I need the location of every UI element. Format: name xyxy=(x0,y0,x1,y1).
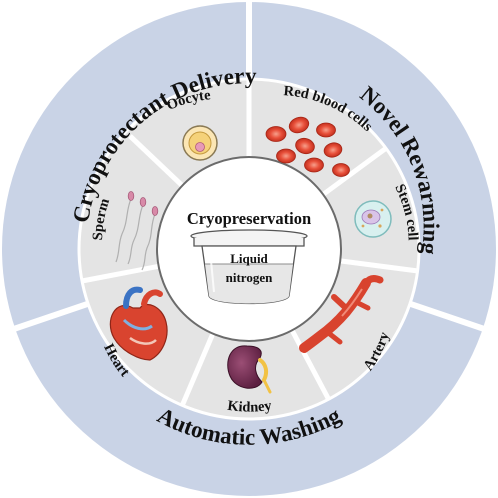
center-title: Cryopreservation xyxy=(187,209,311,228)
artery-icon xyxy=(299,275,384,353)
oocyte-icon xyxy=(182,125,218,161)
kidney-icon xyxy=(227,345,272,394)
container-label-line2: nitrogen xyxy=(226,270,273,285)
liquid-nitrogen-container-icon xyxy=(190,229,308,305)
heart-icon xyxy=(109,286,168,361)
sperm-icon xyxy=(115,191,159,271)
container-label-line1: Liquid xyxy=(230,251,268,266)
stem-cell-icon xyxy=(354,200,392,238)
label-kidney: Kidney xyxy=(226,398,273,416)
red-blood-cells-icon xyxy=(265,116,350,177)
